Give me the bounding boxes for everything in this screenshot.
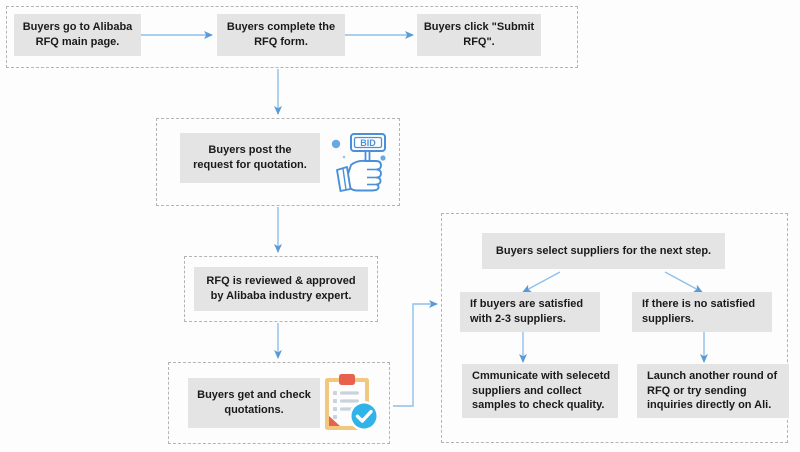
node-rfq-reviewed[interactable]: RFQ is reviewed & approved by Alibaba in… xyxy=(194,267,368,311)
node-select-suppliers-label: Buyers select suppliers for the next ste… xyxy=(495,244,712,257)
node-post-quotation-request-label: Buyers post the request for quotation. xyxy=(193,144,307,171)
clipboard-check-icon xyxy=(322,372,382,434)
node-satisfied-branch-label: If buyers are satisfied with 2-3 supplie… xyxy=(470,298,584,325)
node-submit-rfq[interactable]: Buyers click "Submit RFQ". xyxy=(417,14,541,56)
node-complete-rfq-form-label: Buyers complete the RFQ form. xyxy=(226,21,336,48)
connector-quotations-to-selection xyxy=(393,300,438,407)
bid-hand xyxy=(347,159,382,192)
bid-dot-small xyxy=(380,155,386,161)
node-post-quotation-request[interactable]: Buyers post the request for quotation. xyxy=(180,133,320,183)
node-complete-rfq-form[interactable]: Buyers complete the RFQ form. xyxy=(217,14,345,56)
post-request-group-panel xyxy=(156,118,400,206)
clipboard-corner-fold xyxy=(329,416,340,426)
node-select-suppliers[interactable]: Buyers select suppliers for the next ste… xyxy=(482,233,725,269)
node-not-satisfied-branch-label: If there is no satisfied suppliers. xyxy=(642,298,756,325)
node-communicate-samples[interactable]: Cmmunicate with selecetd suppliers and c… xyxy=(462,364,618,418)
review-group-panel xyxy=(184,256,378,322)
node-rfq-reviewed-label: RFQ is reviewed & approved by Alibaba in… xyxy=(206,275,356,302)
node-get-check-quotations[interactable]: Buyers get and check quotations. xyxy=(188,378,320,428)
supplier-selection-group-panel xyxy=(441,213,788,443)
bid-board-text: BID xyxy=(360,138,376,148)
check-mark-icon xyxy=(355,409,373,423)
bid-dot-large xyxy=(331,139,341,149)
node-relaunch-rfq-label: Launch another round of RFQ or try sendi… xyxy=(647,369,778,412)
node-get-check-quotations-label: Buyers get and check quotations. xyxy=(197,389,311,416)
node-not-satisfied-branch[interactable]: If there is no satisfied suppliers. xyxy=(632,292,772,332)
check-badge xyxy=(351,403,377,429)
node-satisfied-branch[interactable]: If buyers are satisfied with 2-3 supplie… xyxy=(460,292,600,332)
node-submit-rfq-label: Buyers click "Submit RFQ". xyxy=(423,21,535,48)
node-visit-rfq-page-label: Buyers go to Alibaba RFQ main page. xyxy=(22,21,133,48)
bid-sleeve xyxy=(336,166,352,192)
submit-rfq-group-panel xyxy=(6,6,578,68)
quotations-group-panel xyxy=(168,362,390,444)
node-communicate-samples-label: Cmmunicate with selecetd suppliers and c… xyxy=(472,369,611,412)
node-visit-rfq-page[interactable]: Buyers go to Alibaba RFQ main page. xyxy=(14,14,141,56)
clipboard-clip xyxy=(339,374,355,385)
node-relaunch-rfq[interactable]: Launch another round of RFQ or try sendi… xyxy=(637,364,789,418)
bid-paddle-icon: BID xyxy=(327,127,393,193)
